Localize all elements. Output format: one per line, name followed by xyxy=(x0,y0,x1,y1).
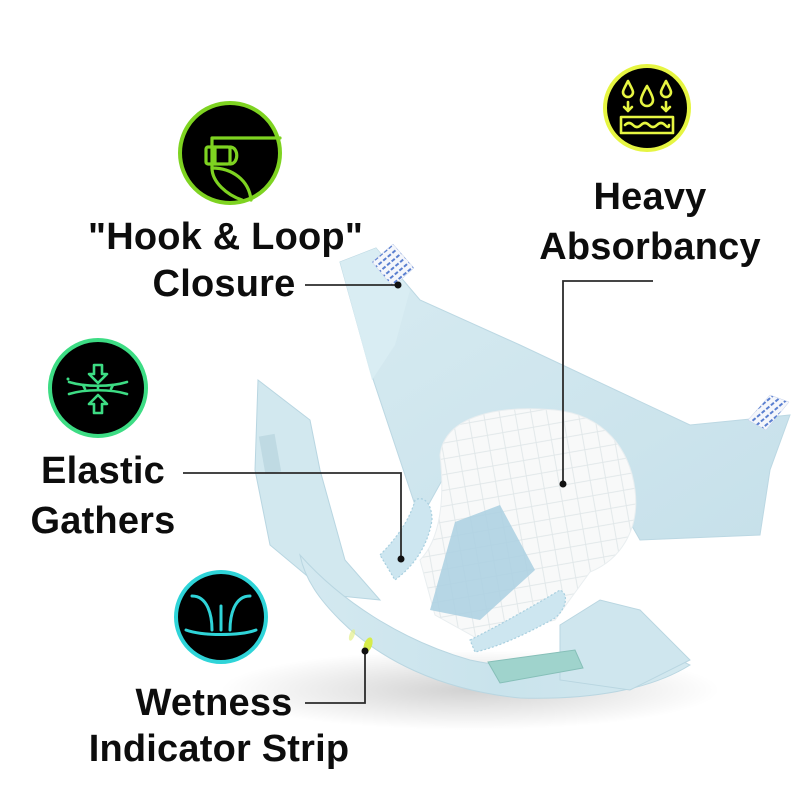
label-heavy-absorbancy-line1: Heavy xyxy=(593,176,707,218)
label-elastic-gathers-line2: Gathers xyxy=(30,500,176,542)
label-hook-loop-2: Closure xyxy=(150,259,298,309)
label-wetness-2: Indicator Strip xyxy=(80,724,358,774)
label-wetness-line2: Indicator Strip xyxy=(88,728,350,770)
label-hook-loop-line2: Closure xyxy=(152,263,296,305)
hook-fastener-right xyxy=(747,394,790,431)
front-left-wing xyxy=(254,379,382,601)
wetness-indicator-icon xyxy=(174,570,268,664)
label-heavy-absorbancy-line2: Absorbancy xyxy=(539,226,761,268)
elastic-gather-right xyxy=(469,589,567,653)
label-hook-loop: "Hook & Loop" xyxy=(88,212,364,262)
acquisition-layer xyxy=(430,505,535,620)
label-heavy-absorbancy: Heavy Absorbancy xyxy=(530,172,770,272)
label-wetness: Wetness xyxy=(126,678,302,728)
hook-loop-closure-icon xyxy=(178,101,282,205)
landing-tape xyxy=(487,649,584,684)
label-wetness-line1: Wetness xyxy=(135,682,293,724)
label-elastic-gathers: Elastic Gathers xyxy=(28,446,178,546)
label-elastic-gathers-line1: Elastic xyxy=(41,450,165,492)
hook-fastener-top xyxy=(371,243,415,288)
label-hook-loop-line1: "Hook & Loop" xyxy=(88,216,364,258)
elastic-compression-icon xyxy=(48,338,148,438)
absorbency-drops-icon xyxy=(603,64,691,152)
